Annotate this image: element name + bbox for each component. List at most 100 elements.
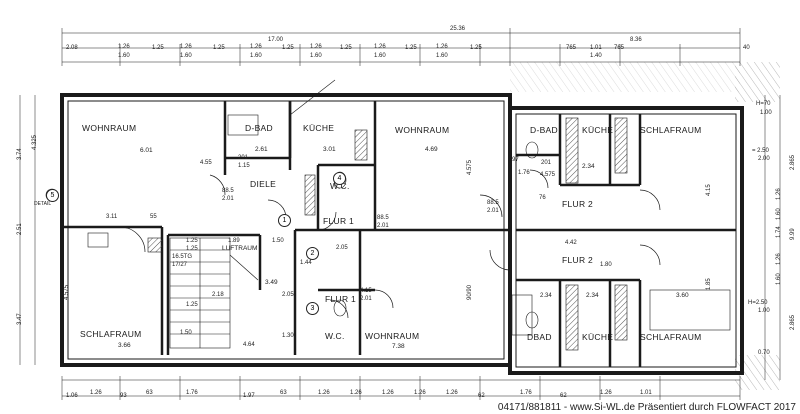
dim-top-1: 1.26: [118, 44, 130, 50]
room-label-wohnraum-nw: WOHNRAUM: [82, 123, 137, 133]
dim-bottom-7: 1.26: [318, 390, 330, 396]
dim-int-15: 2.01: [487, 208, 499, 214]
right-label-4: H=2.50: [748, 300, 768, 306]
room-label-kueche-2: KÜCHE: [582, 125, 614, 135]
dim-top-2: 1.25: [152, 45, 164, 51]
room-label-schlafraum-sw: SCHLAFRAUM: [80, 329, 142, 339]
dim-int-23: 4.575: [540, 172, 556, 178]
dimension-lines: [19, 32, 781, 397]
dim-bottom-6: 63: [280, 390, 287, 396]
room-label-wohnraum-s: WOHNRAUM: [365, 331, 420, 341]
dim-int-14: 88.5: [377, 215, 389, 221]
dim-int-20: 1.85: [706, 278, 712, 290]
room-label-d-bad-2: D-BAD: [530, 125, 558, 135]
dim-top-right: 8.36: [630, 37, 642, 43]
stair-flight: [169, 237, 259, 349]
right-label-6: 0.70: [758, 350, 770, 356]
dim-bottom-15: 1.26: [600, 390, 612, 396]
hatched-elements: [147, 117, 628, 351]
dim-bottom-2: 93: [120, 393, 127, 399]
dim-right-5: 1.60: [776, 208, 782, 220]
dim-bottom-5: 1.97: [243, 393, 255, 399]
right-label-1: 1.00: [760, 110, 772, 116]
room-area-d-bad-1: 2.61: [255, 146, 268, 153]
dim-left-3: 4.575: [64, 284, 70, 300]
dim-left-0: 3.74: [17, 148, 23, 160]
dim-bottom-10: 1.26: [414, 390, 426, 396]
stair-label-3: 1.25: [186, 302, 198, 308]
fixtures: [87, 114, 731, 336]
dim-right-4: 1.26: [776, 188, 782, 200]
room-label-wohnraum-n: WOHNRAUM: [395, 125, 450, 135]
room-area-kueche-1: 3.01: [323, 146, 336, 153]
dim-int-2: 55: [150, 214, 157, 220]
dim-int-26: 97: [512, 157, 519, 163]
right-label-5: 1.00: [758, 308, 770, 314]
dim-top-mid: 17.00: [268, 37, 284, 43]
dim-int-33: 2.05: [336, 245, 348, 251]
dim-top-9: 1.26: [374, 44, 386, 50]
dim-top-sub-0: 1.60: [118, 53, 130, 59]
right-label-3: 2.00: [758, 156, 770, 162]
room-label-d-bad-3: DBAD: [527, 332, 552, 342]
door-swings: [119, 169, 661, 319]
dim-right-6: 1.26: [776, 253, 782, 265]
dim-int-5: 4.64: [243, 342, 255, 348]
dim-int-24: 4.575: [467, 159, 473, 175]
dim-top-sub-4: 1.60: [374, 53, 386, 59]
stair-label-4: 1.50: [180, 330, 192, 336]
room-label-kueche-1: KÜCHE: [303, 123, 335, 133]
dim-int-22: 2.34: [540, 293, 552, 299]
dim-right-1: 1.74: [776, 226, 782, 238]
dim-top-sub-3: 1.60: [310, 53, 322, 59]
dim-int-21: 1.80: [600, 262, 612, 268]
dimension-ticks: [61, 28, 741, 400]
room-label-kueche-3: KÜCHE: [582, 332, 614, 342]
dim-top-14: 1.01: [590, 45, 602, 51]
dim-top-10: 1.25: [405, 45, 417, 51]
dim-int-4: 2.05: [282, 292, 294, 298]
stair-label-0: 1.25: [186, 246, 198, 252]
dim-top-4: 1.25: [213, 45, 225, 51]
dim-top-sub-1: 1.60: [180, 53, 192, 59]
dim-int-1: 3.11: [106, 214, 118, 220]
detail-label: DETAIL: [34, 201, 52, 207]
marker-4: 4: [333, 172, 346, 185]
dim-right-0: 2.865: [790, 154, 796, 170]
dim-bottom-12: 62: [478, 393, 485, 399]
dim-int-17: 2.01: [360, 296, 372, 302]
roof-hatch-mid: [510, 62, 740, 92]
dim-top-3: 1.26: [180, 44, 192, 50]
dim-top-sub-6: 1.40: [590, 53, 602, 59]
dim-top-12: 1.25: [470, 45, 482, 51]
dim-int-9: 1.50: [272, 238, 284, 244]
dim-bottom-14: 62: [560, 393, 567, 399]
dim-int-3: 4.42: [565, 240, 577, 246]
room-label-schlafraum-ne: SCHLAFRAUM: [640, 125, 702, 135]
dim-int-13: 2.01: [377, 223, 389, 229]
dim-bottom-0: 1.06: [66, 393, 78, 399]
room-label-luftraum: LUFTRAUM: [222, 245, 258, 252]
dim-left-4: 3.47: [17, 313, 23, 325]
dim-top-15: 765: [614, 45, 625, 51]
dim-bottom-11: 1.26: [446, 390, 458, 396]
dim-bottom-1: 1.26: [90, 390, 102, 396]
dim-int-6: 1.30: [282, 333, 294, 339]
dim-int-27: 1.76: [518, 170, 530, 176]
room-label-schlafraum-se: SCHLAFRAUM: [640, 332, 702, 342]
dim-int-16: 88.5: [487, 200, 499, 206]
dim-top-sub-5: 1.60: [436, 53, 448, 59]
room-area-kueche-2: 2.34: [582, 163, 595, 170]
dim-int-32: 1.44: [300, 260, 312, 266]
room-label-wc-2: W.C.: [325, 331, 345, 341]
dim-int-10: 1.25: [186, 238, 198, 244]
dim-int-7: 2.18: [212, 292, 224, 298]
interior-walls: [62, 101, 736, 367]
dim-overall-top: 25.36: [450, 26, 466, 32]
dim-int-19: 4.15: [706, 184, 712, 196]
room-area-schlafraum-sw: 3.66: [118, 342, 131, 349]
room-label-wc-1: W.C.: [330, 181, 350, 191]
dim-right-3: 2.865: [790, 314, 796, 330]
dim-int-18: 4.15: [360, 288, 372, 294]
